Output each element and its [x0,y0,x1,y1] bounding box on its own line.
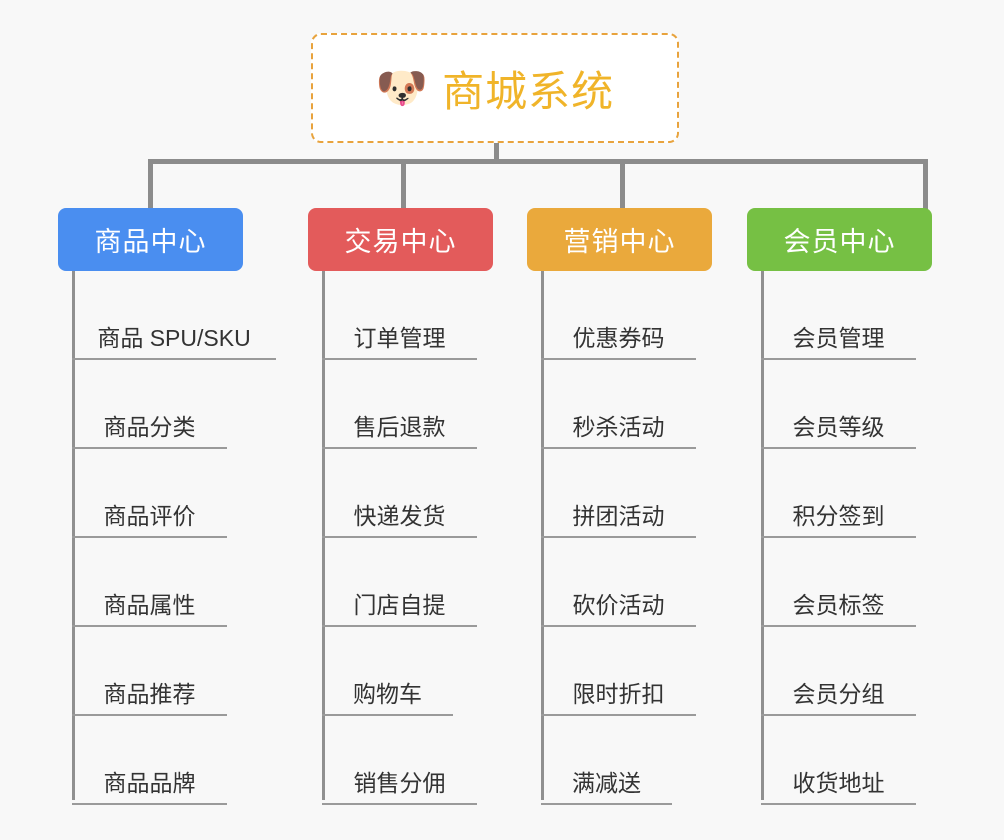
leaf-label: 积分签到 [792,502,885,529]
column-trunk-line [541,271,544,800]
leaf-item[interactable]: 拼团活动 [541,449,696,538]
category-label: 会员中心 [783,227,896,257]
leaf-label: 商品评价 [103,502,196,529]
leaf-item[interactable]: 优惠券码 [541,271,696,360]
leaf-label: 商品分类 [103,413,196,440]
leaf-label: 限时折扣 [572,680,665,707]
leaf-item[interactable]: 限时折扣 [541,627,696,716]
leaf-label: 砍价活动 [572,591,665,618]
category-header-marketing-center[interactable]: 营销中心 [527,208,712,271]
leaf-label: 商品 SPU/SKU [97,324,251,351]
leaf-label: 会员标签 [792,591,885,618]
root-node[interactable]: 🐶 商城系统 [311,33,679,143]
leaf-item[interactable]: 会员管理 [761,271,916,360]
leaf-label: 会员分组 [792,680,885,707]
leaf-item[interactable]: 门店自提 [322,538,477,627]
leaf-label: 会员等级 [792,413,885,440]
leaf-item[interactable]: 会员等级 [761,360,916,449]
category-header-member-center[interactable]: 会员中心 [747,208,932,271]
leaf-item[interactable]: 满减送 [541,716,672,805]
leaf-label: 订单管理 [353,324,446,351]
leaf-item[interactable]: 砍价活动 [541,538,696,627]
leaf-item[interactable]: 快递发货 [322,449,477,538]
leaf-label: 秒杀活动 [572,413,665,440]
leaf-label: 销售分佣 [353,769,446,796]
category-label: 交易中心 [344,227,457,257]
leaf-item[interactable]: 商品推荐 [72,627,227,716]
leaf-item[interactable]: 售后退款 [322,360,477,449]
leaf-item[interactable]: 商品分类 [72,360,227,449]
root-title: 商城系统 [442,67,615,115]
category-label: 营销中心 [563,227,676,257]
category-label: 商品中心 [94,227,207,257]
leaf-item[interactable]: 购物车 [322,627,453,716]
branch-connector-2 [401,159,406,209]
leaf-label: 优惠券码 [572,324,665,351]
bus-bar-connector [150,159,928,164]
leaf-label: 购物车 [353,680,422,707]
leaf-item[interactable]: 会员标签 [761,538,916,627]
leaf-item[interactable]: 销售分佣 [322,716,477,805]
branch-connector-4 [923,159,928,209]
leaf-item[interactable]: 商品评价 [72,449,227,538]
branch-connector-3 [620,159,625,209]
leaf-label: 快递发货 [353,502,446,529]
leaf-label: 门店自提 [353,591,446,618]
leaf-label: 商品品牌 [103,769,196,796]
leaf-label: 商品属性 [103,591,196,618]
branch-connector-1 [148,159,153,209]
leaf-item[interactable]: 订单管理 [322,271,477,360]
root-stem-connector [494,143,499,163]
leaf-label: 收货地址 [792,769,885,796]
category-header-product-center[interactable]: 商品中心 [58,208,243,271]
shiba-dog-icon: 🐶 [375,64,429,111]
column-trunk-line [72,271,75,800]
leaf-item[interactable]: 商品 SPU/SKU [72,271,276,360]
leaf-label: 拼团活动 [572,502,665,529]
leaf-item[interactable]: 商品品牌 [72,716,227,805]
leaf-item[interactable]: 商品属性 [72,538,227,627]
column-trunk-line [761,271,764,800]
leaf-item[interactable]: 会员分组 [761,627,916,716]
column-trunk-line [322,271,325,800]
leaf-item[interactable]: 积分签到 [761,449,916,538]
leaf-label: 商品推荐 [103,680,196,707]
leaf-label: 满减送 [572,769,641,796]
leaf-label: 会员管理 [792,324,885,351]
leaf-item[interactable]: 秒杀活动 [541,360,696,449]
leaf-item[interactable]: 收货地址 [761,716,916,805]
leaf-label: 售后退款 [353,413,446,440]
category-header-trade-center[interactable]: 交易中心 [308,208,493,271]
